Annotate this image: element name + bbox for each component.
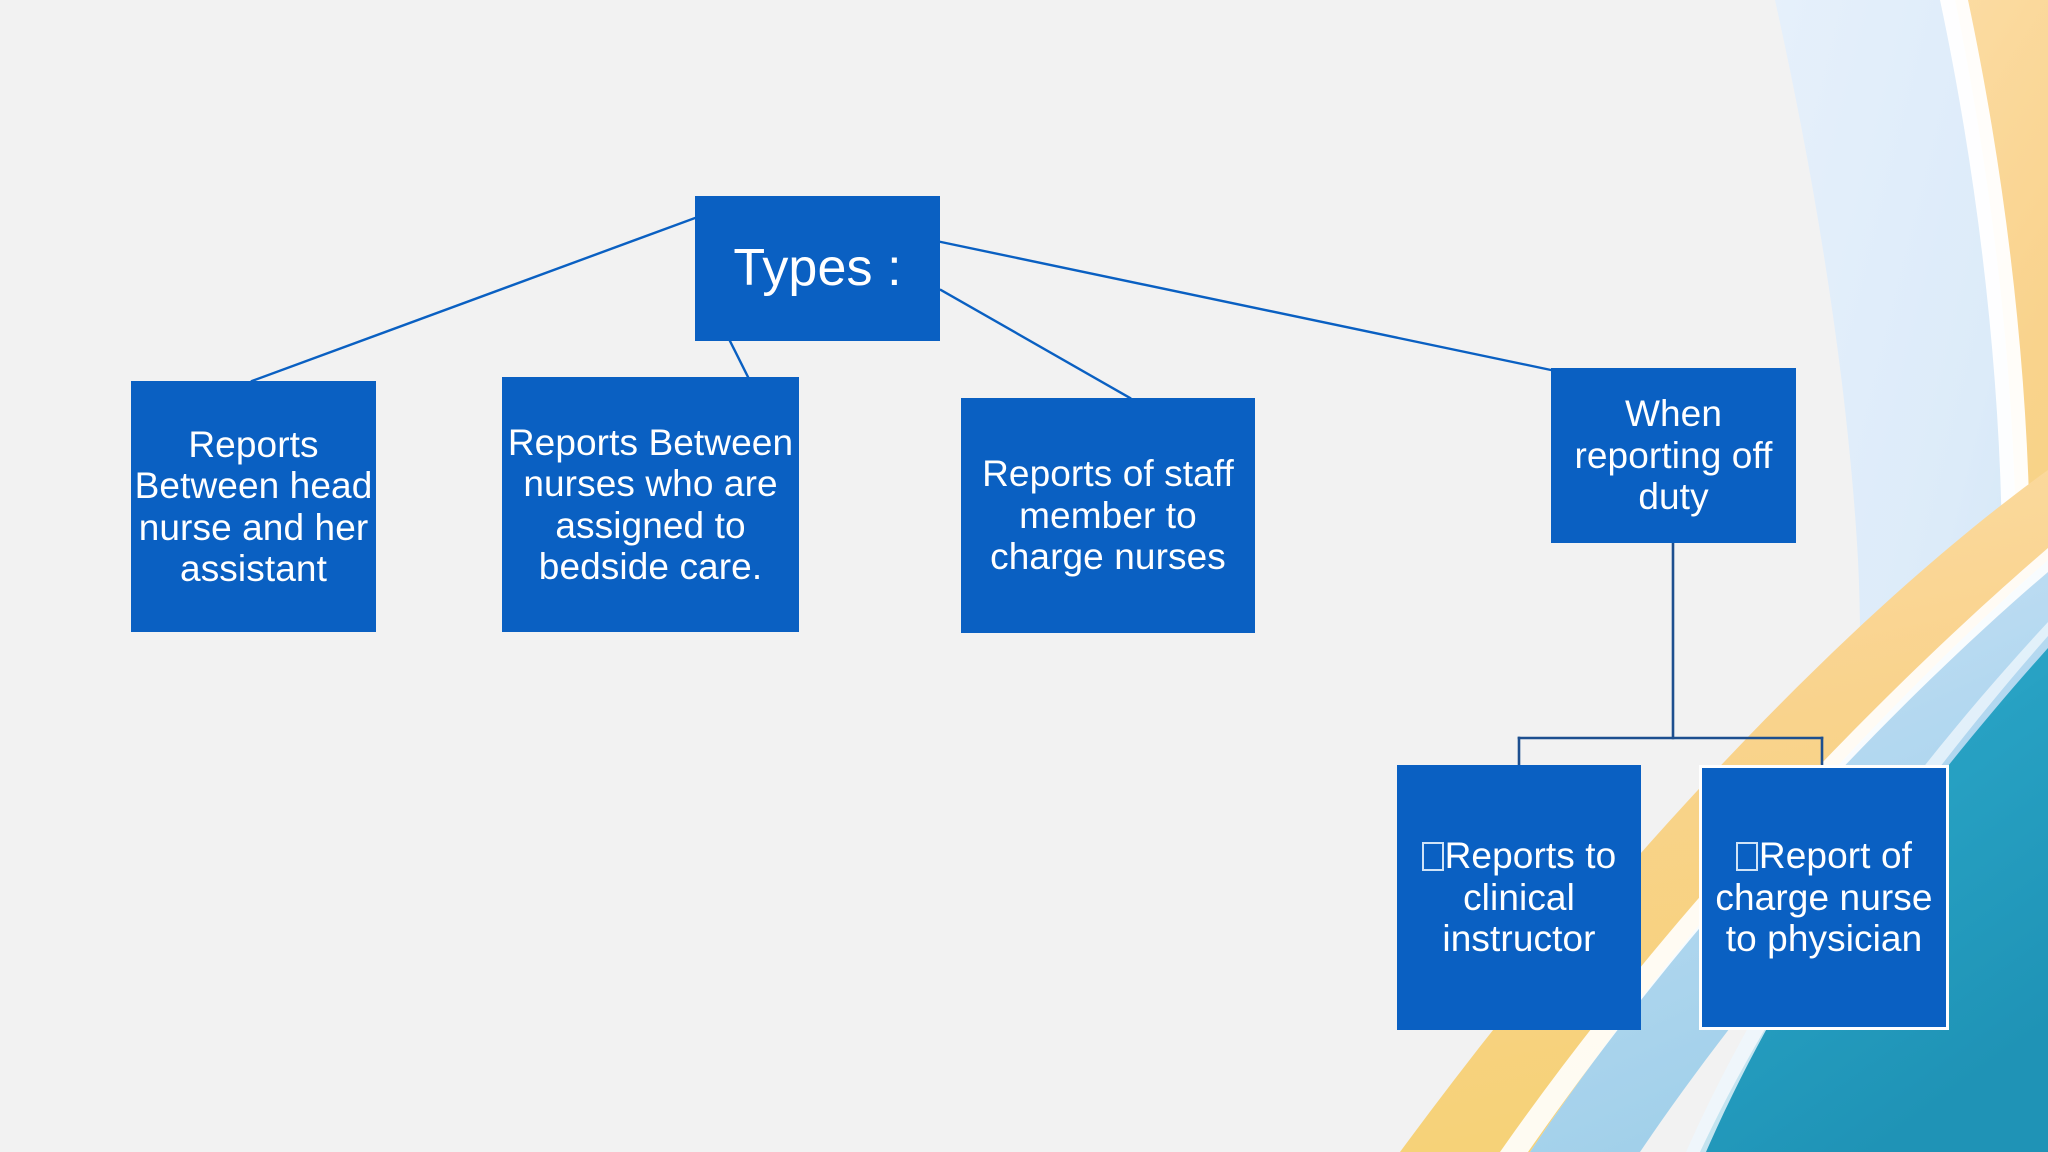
node-reporting-off-duty[interactable]: When reporting off duty xyxy=(1551,368,1796,543)
node-head-nurse-assistant-label: Reports Between head nurse and her assis… xyxy=(134,423,373,589)
missing-glyph-box-icon xyxy=(1421,841,1444,872)
node-report-charge-nurse-physician[interactable]: Report of charge nurse to physician xyxy=(1699,765,1949,1030)
node-staff-to-charge-nurses-label: Reports of staff member to charge nurses xyxy=(982,453,1234,578)
connector-types-to-head-nurse xyxy=(250,216,697,383)
connector-types-to-staff-charge xyxy=(939,288,1132,400)
connector-types-to-reporting-off-duty xyxy=(939,240,1553,372)
node-reports-clinical-instructor[interactable]: Reports to clinical instructor xyxy=(1397,765,1641,1030)
node-nurses-bedside-care[interactable]: Reports Between nurses who are assigned … xyxy=(502,377,799,632)
missing-glyph-box-icon xyxy=(1735,841,1759,872)
node-staff-to-charge-nurses[interactable]: Reports of staff member to charge nurses xyxy=(961,398,1255,633)
node-nurses-bedside-care-label: Reports Between nurses who are assigned … xyxy=(507,421,794,587)
node-reports-clinical-instructor-text: Reports to clinical instructor xyxy=(1397,835,1641,959)
node-report-charge-nurse-physician-text: Report of charge nurse to physician xyxy=(1702,835,1946,959)
connector-types-to-nurses-bedside xyxy=(728,339,750,379)
node-types-root[interactable]: Types : xyxy=(695,196,940,341)
node-report-charge-nurse-physician-label: Report of charge nurse to physician xyxy=(1715,835,1933,960)
node-reports-clinical-instructor-label: Reports to clinical instructor xyxy=(1442,835,1617,960)
node-reporting-off-duty-label: When reporting off duty xyxy=(1574,393,1773,518)
node-types-root-label: Types : xyxy=(733,239,902,298)
node-head-nurse-assistant[interactable]: Reports Between head nurse and her assis… xyxy=(131,381,376,632)
